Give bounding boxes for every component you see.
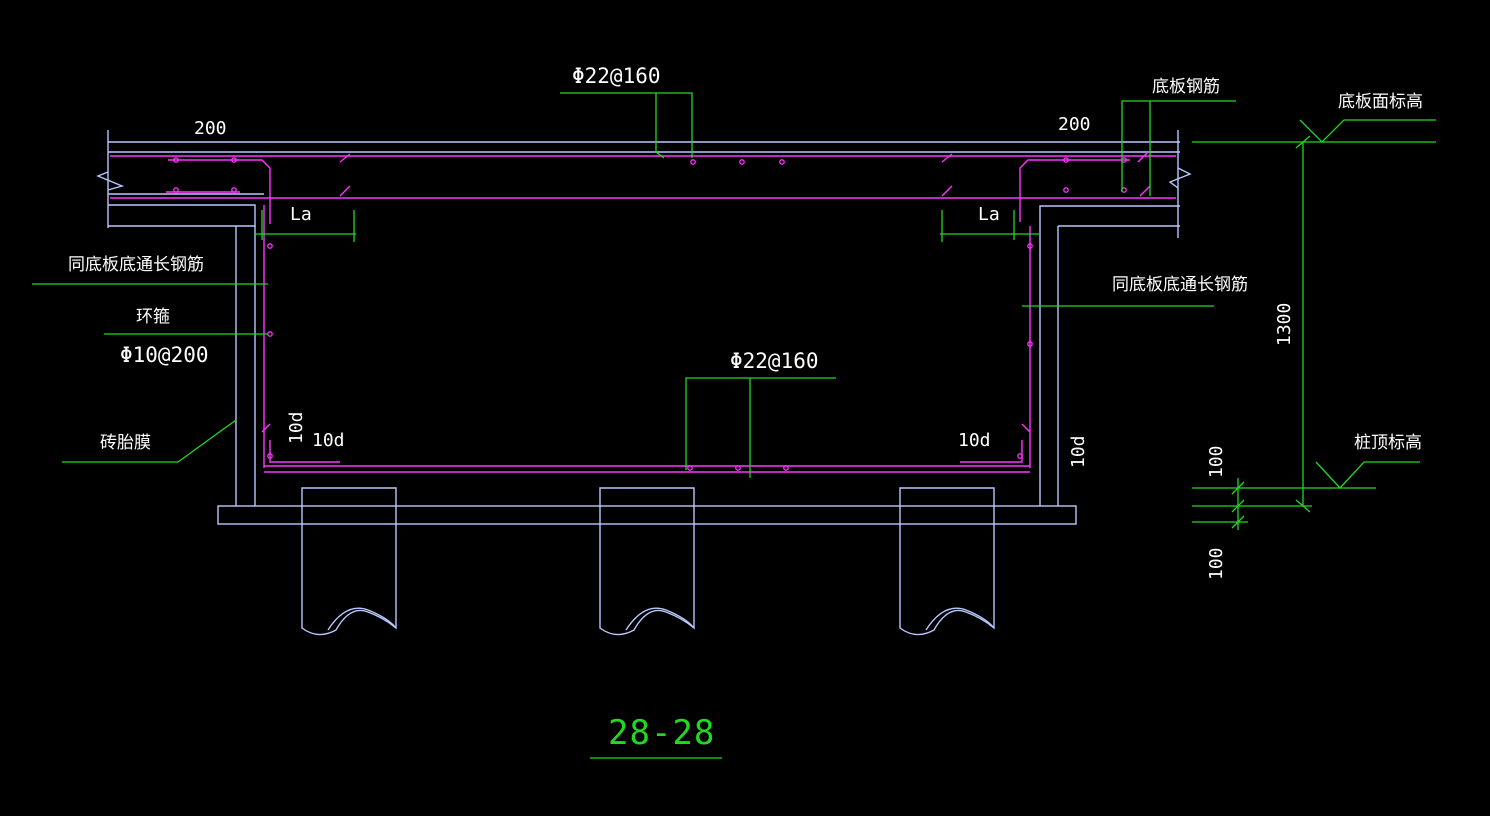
dim-top-right: 200 bbox=[1058, 114, 1091, 135]
dim-top-left: 200 bbox=[194, 118, 227, 139]
label-right-long-bar: 同底板底通长钢筋 bbox=[1112, 275, 1248, 295]
pile-3 bbox=[899, 487, 995, 636]
section-title: 28-28 bbox=[608, 713, 715, 753]
dim-cushion-2: 100 bbox=[1206, 547, 1227, 580]
label-hook-right-horizontal: 10d bbox=[958, 430, 991, 451]
label-hook-right-vertical: 10d bbox=[1068, 435, 1089, 468]
label-hook-left-vertical: 10d bbox=[286, 411, 307, 444]
label-bottom-rebar: Φ22@160 bbox=[730, 349, 819, 373]
leader-lines bbox=[32, 92, 1436, 759]
label-stirrup: 环箍 bbox=[136, 307, 170, 327]
label-anchor-right: La bbox=[978, 204, 1000, 225]
label-left-long-bar: 同底板底通长钢筋 bbox=[68, 255, 204, 275]
label-top-rebar: Φ22@160 bbox=[572, 64, 661, 88]
dim-cushion-1: 100 bbox=[1206, 445, 1227, 478]
label-slab-top-elevation: 底板面标高 bbox=[1338, 92, 1423, 112]
drawing-labels: 200 200 Φ22@160 底板钢筋 底板面标高 La La 同底板底通长钢… bbox=[68, 64, 1423, 753]
label-brick-mold: 砖胎膜 bbox=[100, 433, 151, 453]
label-slab-rebar: 底板钢筋 bbox=[1152, 77, 1220, 97]
pile-1 bbox=[301, 487, 397, 636]
label-hook-left-horizontal: 10d bbox=[312, 430, 345, 451]
structure-outline bbox=[96, 130, 1192, 636]
label-pile-top-elevation: 桩顶标高 bbox=[1354, 433, 1422, 453]
pile-2 bbox=[599, 487, 695, 636]
label-stirrup-spec: Φ10@200 bbox=[120, 343, 209, 367]
label-anchor-left: La bbox=[290, 204, 312, 225]
dim-depth: 1300 bbox=[1274, 303, 1295, 346]
rebar-lines bbox=[110, 151, 1176, 473]
